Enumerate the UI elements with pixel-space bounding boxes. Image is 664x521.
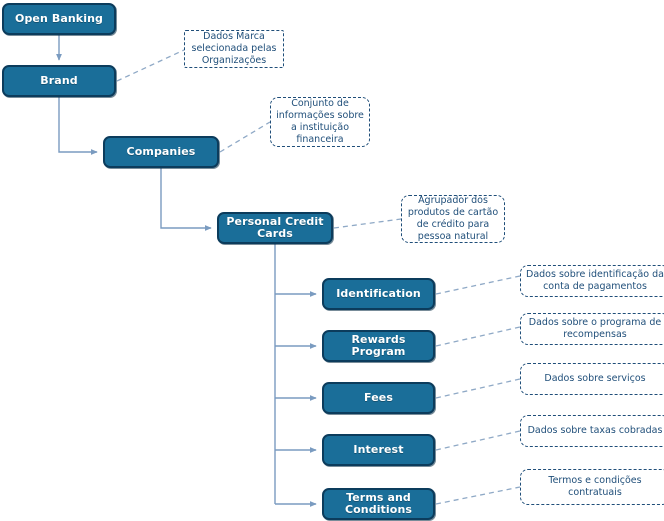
node-personal-credit-cards-label: Personal Credit Cards xyxy=(226,214,324,240)
node-companies-label: Companies xyxy=(126,144,196,158)
leader-identification-note xyxy=(435,275,521,295)
note-rewards-program: Dados sobre o programa de recompensas xyxy=(520,313,664,345)
leader-brand-note xyxy=(116,49,185,82)
leader-rewards-note xyxy=(435,326,521,347)
note-rewards-program-text: Dados sobre o programa de recompensas xyxy=(528,317,662,340)
node-identification-label: Identification xyxy=(336,286,421,300)
note-companies: Conjunto de informações sobre a institui… xyxy=(270,97,370,147)
note-terms-and-conditions-text: Termos e condições contratuais xyxy=(548,475,642,498)
note-personal-credit-cards: Agrupador dos produtos de cartão de créd… xyxy=(401,195,505,243)
leader-personal-credit-cards-note xyxy=(333,218,402,229)
leader-interest-note xyxy=(435,430,521,451)
note-companies-text: Conjunto de informações sobre a institui… xyxy=(276,98,364,145)
note-personal-credit-cards-text: Agrupador dos produtos de cartão de créd… xyxy=(407,195,499,242)
node-companies[interactable]: Companies xyxy=(103,136,219,168)
node-rewards-program-label: Rewards Program xyxy=(351,332,406,358)
note-interest: Dados sobre taxas cobradas xyxy=(520,415,664,447)
node-brand[interactable]: Brand xyxy=(2,65,116,97)
node-identification[interactable]: Identification xyxy=(322,278,435,310)
note-interest-text: Dados sobre taxas cobradas xyxy=(527,425,663,437)
node-fees-label: Fees xyxy=(364,390,393,404)
edge-brand-to-companies xyxy=(58,97,98,155)
note-fees: Dados sobre serviços xyxy=(520,363,664,395)
node-interest-label: Interest xyxy=(353,442,404,456)
note-fees-text: Dados sobre serviços xyxy=(544,373,646,385)
node-open-banking-label: Open Banking xyxy=(15,11,103,25)
note-brand-text: Dados Marca selecionada pelas Organizaçõ… xyxy=(191,31,277,66)
note-identification: Dados sobre identificação da conta de pa… xyxy=(520,265,664,297)
note-terms-and-conditions: Termos e condições contratuais xyxy=(520,469,664,505)
leader-fees-note xyxy=(435,378,521,399)
leader-companies-note xyxy=(219,121,271,153)
node-terms-and-conditions[interactable]: Terms and Conditions xyxy=(322,488,435,520)
node-open-banking[interactable]: Open Banking xyxy=(2,3,116,35)
note-brand: Dados Marca selecionada pelas Organizaçõ… xyxy=(184,30,284,68)
leader-terms-note xyxy=(435,486,521,505)
node-personal-credit-cards[interactable]: Personal Credit Cards xyxy=(217,212,333,244)
node-fees[interactable]: Fees xyxy=(322,382,435,414)
edge-companies-to-personal-credit-cards xyxy=(160,168,212,231)
node-terms-and-conditions-label: Terms and Conditions xyxy=(344,490,413,516)
node-interest[interactable]: Interest xyxy=(322,434,435,466)
node-brand-label: Brand xyxy=(40,73,78,87)
node-rewards-program[interactable]: Rewards Program xyxy=(322,330,435,362)
note-identification-text: Dados sobre identificação da conta de pa… xyxy=(526,269,664,292)
